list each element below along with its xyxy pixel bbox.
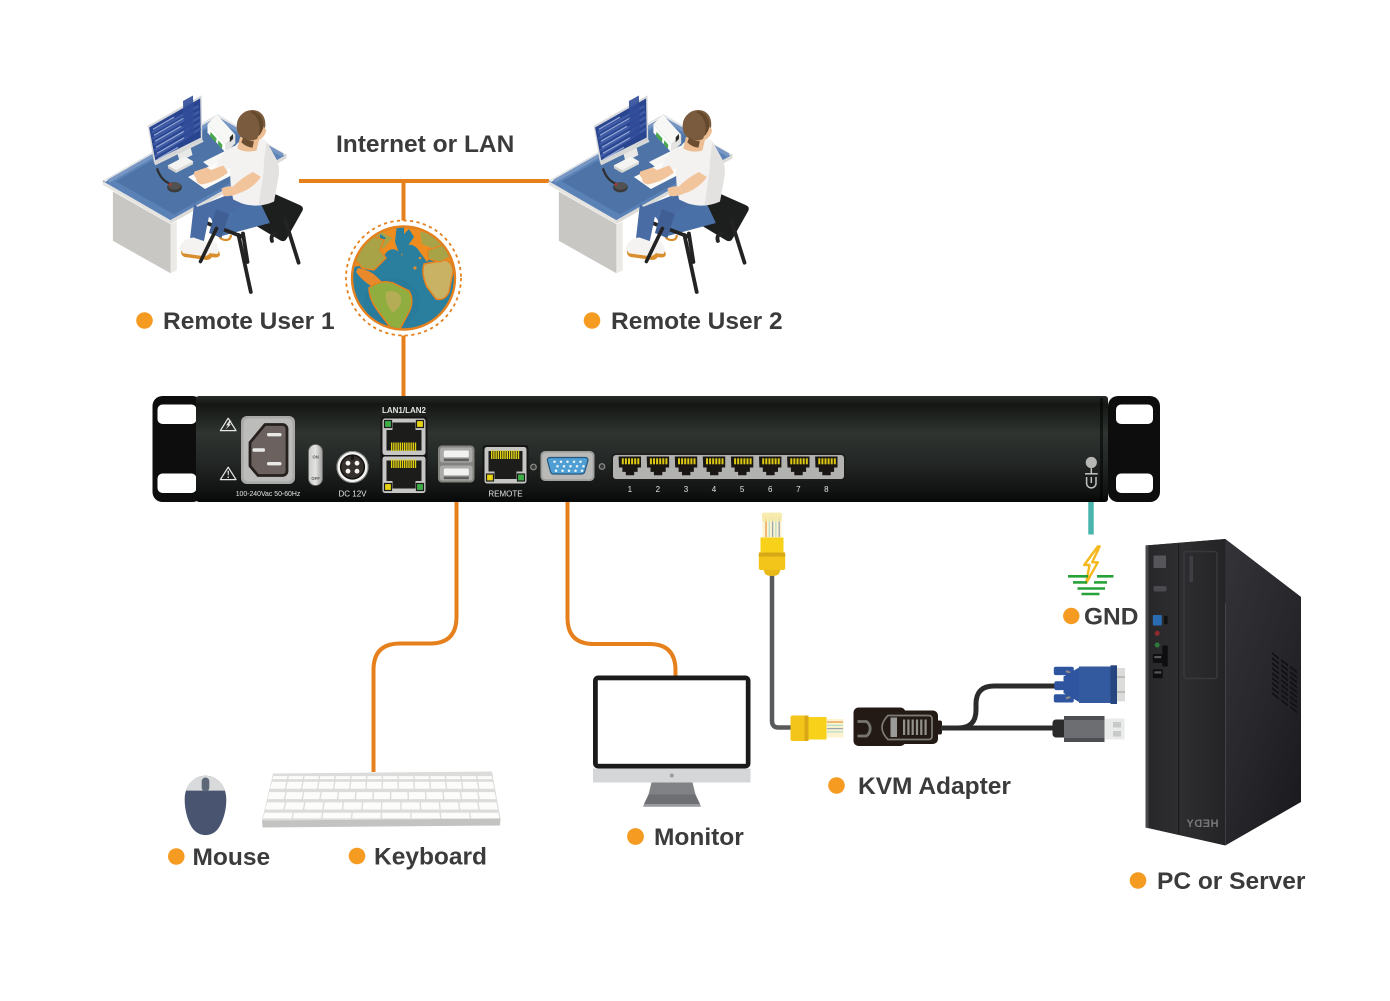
svg-text:5: 5 [740, 485, 745, 494]
svg-text:GND: GND [1084, 604, 1138, 631]
svg-text:Mouse: Mouse [193, 844, 271, 871]
svg-text:KVM Adapter: KVM Adapter [858, 773, 1011, 800]
svg-text:7: 7 [796, 485, 801, 494]
svg-text:Remote User 1: Remote User 1 [163, 308, 335, 335]
svg-text:Keyboard: Keyboard [374, 844, 487, 871]
svg-text:Remote User 2: Remote User 2 [611, 308, 783, 335]
svg-text:4: 4 [712, 485, 717, 494]
svg-text:HEDY: HEDY [1186, 818, 1219, 830]
svg-text:3: 3 [684, 485, 689, 494]
svg-text:LAN1/LAN2: LAN1/LAN2 [382, 406, 427, 415]
svg-text:PC or Server: PC or Server [1157, 868, 1306, 895]
svg-text:100-240Vac 50-60Hz: 100-240Vac 50-60Hz [236, 491, 301, 498]
svg-text:6: 6 [768, 485, 773, 494]
svg-text:OFF: OFF [311, 476, 320, 481]
svg-text:1: 1 [628, 485, 633, 494]
svg-text:REMOTE: REMOTE [488, 490, 522, 499]
svg-text:DC 12V: DC 12V [338, 490, 367, 499]
svg-text:Monitor: Monitor [654, 824, 744, 851]
svg-text:8: 8 [824, 485, 829, 494]
svg-text:Internet or LAN: Internet or LAN [336, 131, 514, 158]
svg-text:2: 2 [656, 485, 661, 494]
svg-text:ON: ON [312, 455, 318, 460]
